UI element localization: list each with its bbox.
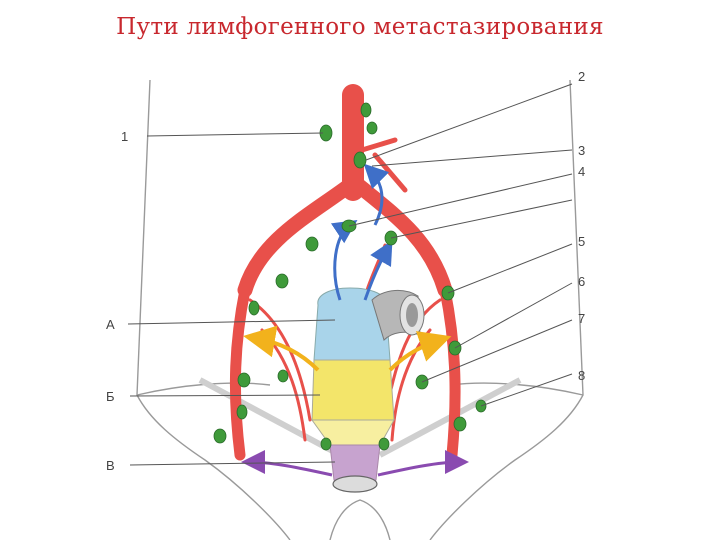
common-iliac-left [237, 177, 358, 298]
anal-canal [329, 444, 381, 481]
label-7: 7 [578, 311, 585, 326]
rectum-middle-segment [311, 359, 395, 421]
label-5: 5 [578, 234, 585, 249]
arterial-tree [229, 84, 461, 461]
external-iliac-right [439, 284, 461, 461]
label-3: 3 [578, 143, 585, 158]
label-v: В [106, 458, 115, 473]
route-lower [241, 450, 469, 477]
rectum [311, 287, 425, 493]
anus [332, 475, 378, 493]
label-2: 2 [578, 69, 585, 84]
label-b: Б [106, 389, 115, 404]
label-4: 4 [578, 164, 585, 179]
external-iliac-left [229, 284, 251, 461]
label-1: 1 [121, 129, 128, 144]
label-6: 6 [578, 274, 585, 289]
common-iliac-right [350, 177, 453, 298]
label-a: А [106, 317, 115, 332]
page-title: Пути лимфогенного метастазирования [116, 14, 604, 40]
route-middle [243, 325, 452, 372]
mesenteric-branch [359, 137, 408, 193]
label-8: 8 [578, 368, 585, 383]
leader-lines [127, 83, 573, 466]
